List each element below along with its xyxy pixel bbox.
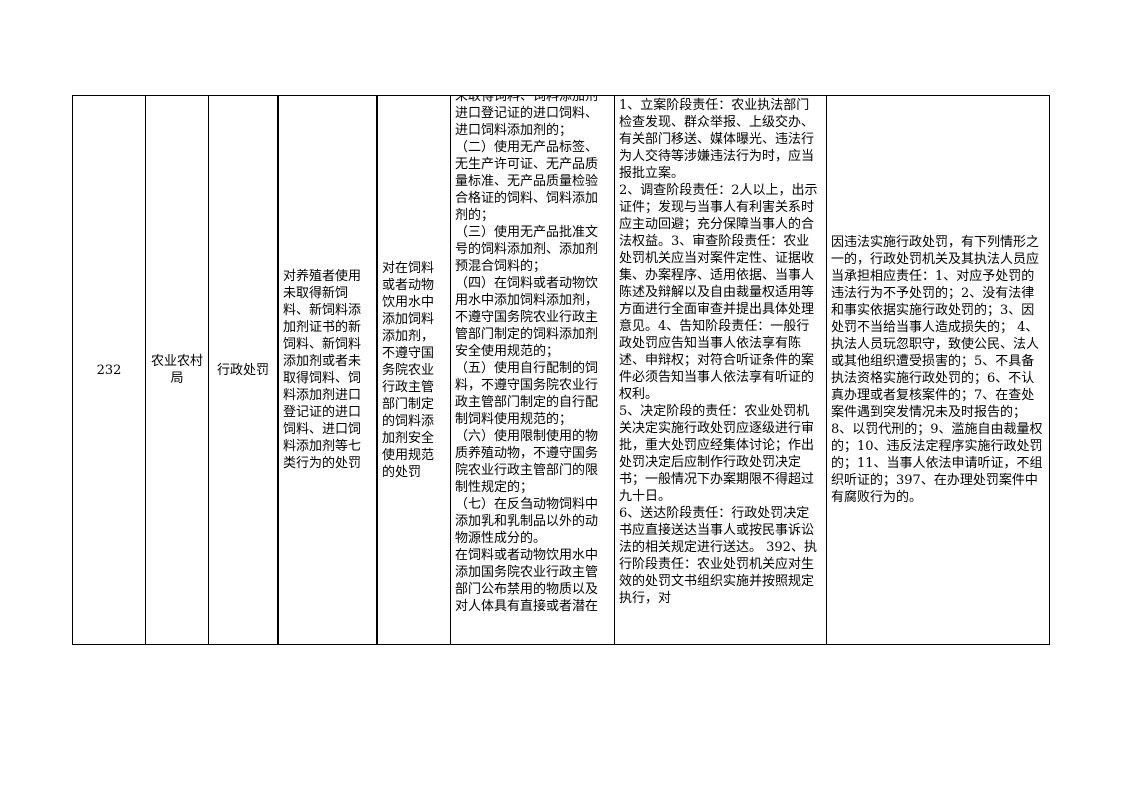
cell-accountability: 因违法实施行政处罚，有下列情形之一的，行政处罚机关及其执法人员应当承担相应责任：… xyxy=(827,96,1049,644)
cell-responsibility: 1、立案阶段责任：农业执法部门检查发现、群众举报、上级交办、有关部门移送、媒体曝… xyxy=(615,96,827,644)
basis-text: 未取得饲料、饲料添加剂进口登记证的进口饲料、进口饲料添加剂的； （二）使用无产品… xyxy=(455,96,599,614)
item-name-text: 对养殖者使用未取得新饲料、新饲料添加剂证书的新饲料、新饲料添加剂或者未取得饲料、… xyxy=(283,269,362,471)
cell-category: 行政处罚 xyxy=(209,96,279,644)
cell-sub-item: 对在饲料或者动物饮用水中添加饲料添加剂，不遵守国务院农业行政主管部门制定的饲料添… xyxy=(377,96,451,644)
responsibility-table: 232 农业农村局 行政处罚 对养殖者使用未取得新饲料、新饲料添加剂证书的新饲料… xyxy=(72,95,1050,645)
row-number: 232 xyxy=(96,362,122,378)
cell-item-name: 对养殖者使用未取得新饲料、新饲料添加剂证书的新饲料、新饲料添加剂或者未取得饲料、… xyxy=(279,96,377,644)
cell-basis: 未取得饲料、饲料添加剂进口登记证的进口饲料、进口饲料添加剂的； （二）使用无产品… xyxy=(451,96,615,644)
accountability-text: 因违法实施行政处罚，有下列情形之一的，行政处罚机关及其执法人员应当承担相应责任：… xyxy=(831,235,1043,505)
sub-item-text: 对在饲料或者动物饮用水中添加饲料添加剂，不遵守国务院农业行政主管部门制定的饲料添… xyxy=(382,260,435,480)
department-name: 农业农村局 xyxy=(150,354,203,386)
responsibility-text: 1、立案阶段责任：农业执法部门检查发现、群众举报、上级交办、有关部门移送、媒体曝… xyxy=(619,98,818,606)
cell-number: 232 xyxy=(73,96,146,644)
category-label: 行政处罚 xyxy=(216,362,269,378)
cell-department: 农业农村局 xyxy=(146,96,209,644)
